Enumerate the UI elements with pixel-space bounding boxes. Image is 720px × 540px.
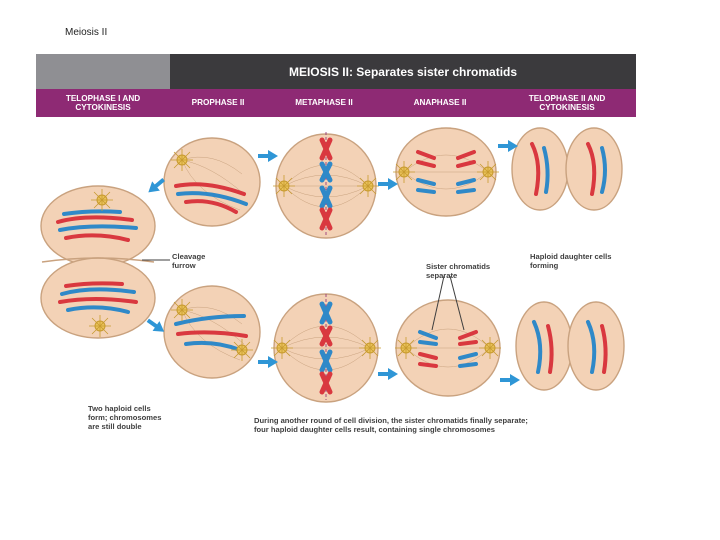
- telophase-i-cells: [40, 185, 156, 339]
- arrow-icons: [146, 140, 520, 386]
- cell-prophase-ii-top: [163, 137, 261, 227]
- arrow-icon: [146, 318, 165, 332]
- slide-title: Meiosis II: [65, 27, 108, 38]
- label-cleavage-furrow: Cleavage furrow: [172, 252, 206, 270]
- arrow-icon: [148, 178, 165, 193]
- prophase-ii-cells: [163, 137, 261, 379]
- header-title: MEIOSIS II: Separates sister chromatids: [288, 64, 518, 79]
- phase-telophase-ii: TELOPHASE II AND CYTOKINESIS: [498, 89, 636, 117]
- arrow-icon: [258, 150, 278, 162]
- metaphase-ii-cells: [270, 132, 382, 403]
- phase-telophase-i: TELOPHASE I AND CYTOKINESIS: [36, 89, 170, 117]
- caption: During another round of cell division, t…: [254, 416, 528, 434]
- label-sister-chromatids: Sister chromatids separate: [426, 262, 491, 280]
- arrow-icon: [378, 368, 398, 380]
- label-haploid-forming: Haploid daughter cells forming: [530, 252, 612, 270]
- meiosis-figure: MEIOSIS II: Separates sister chromatids …: [36, 54, 636, 454]
- arrow-icon: [498, 140, 518, 152]
- arrow-icon: [378, 178, 398, 190]
- header-left-block: [36, 54, 170, 89]
- arrow-icon: [258, 356, 278, 368]
- phase-anaphase-ii: ANAPHASE II: [382, 89, 498, 117]
- telophase-ii-cells: [511, 127, 625, 391]
- cell-illustrations: [40, 127, 625, 403]
- header-bar: [170, 54, 636, 89]
- label-two-haploid-cells: Two haploid cells form; chromosomes are …: [88, 404, 162, 431]
- phase-prophase-ii: PROPHASE II: [170, 89, 266, 117]
- cell-telophase-ii-bottom-left: [515, 301, 573, 391]
- phase-metaphase-ii: METAPHASE II: [266, 89, 382, 117]
- cleavage-furrow: [41, 257, 155, 263]
- anaphase-ii-cells: [392, 127, 502, 397]
- arrow-icon: [500, 374, 520, 386]
